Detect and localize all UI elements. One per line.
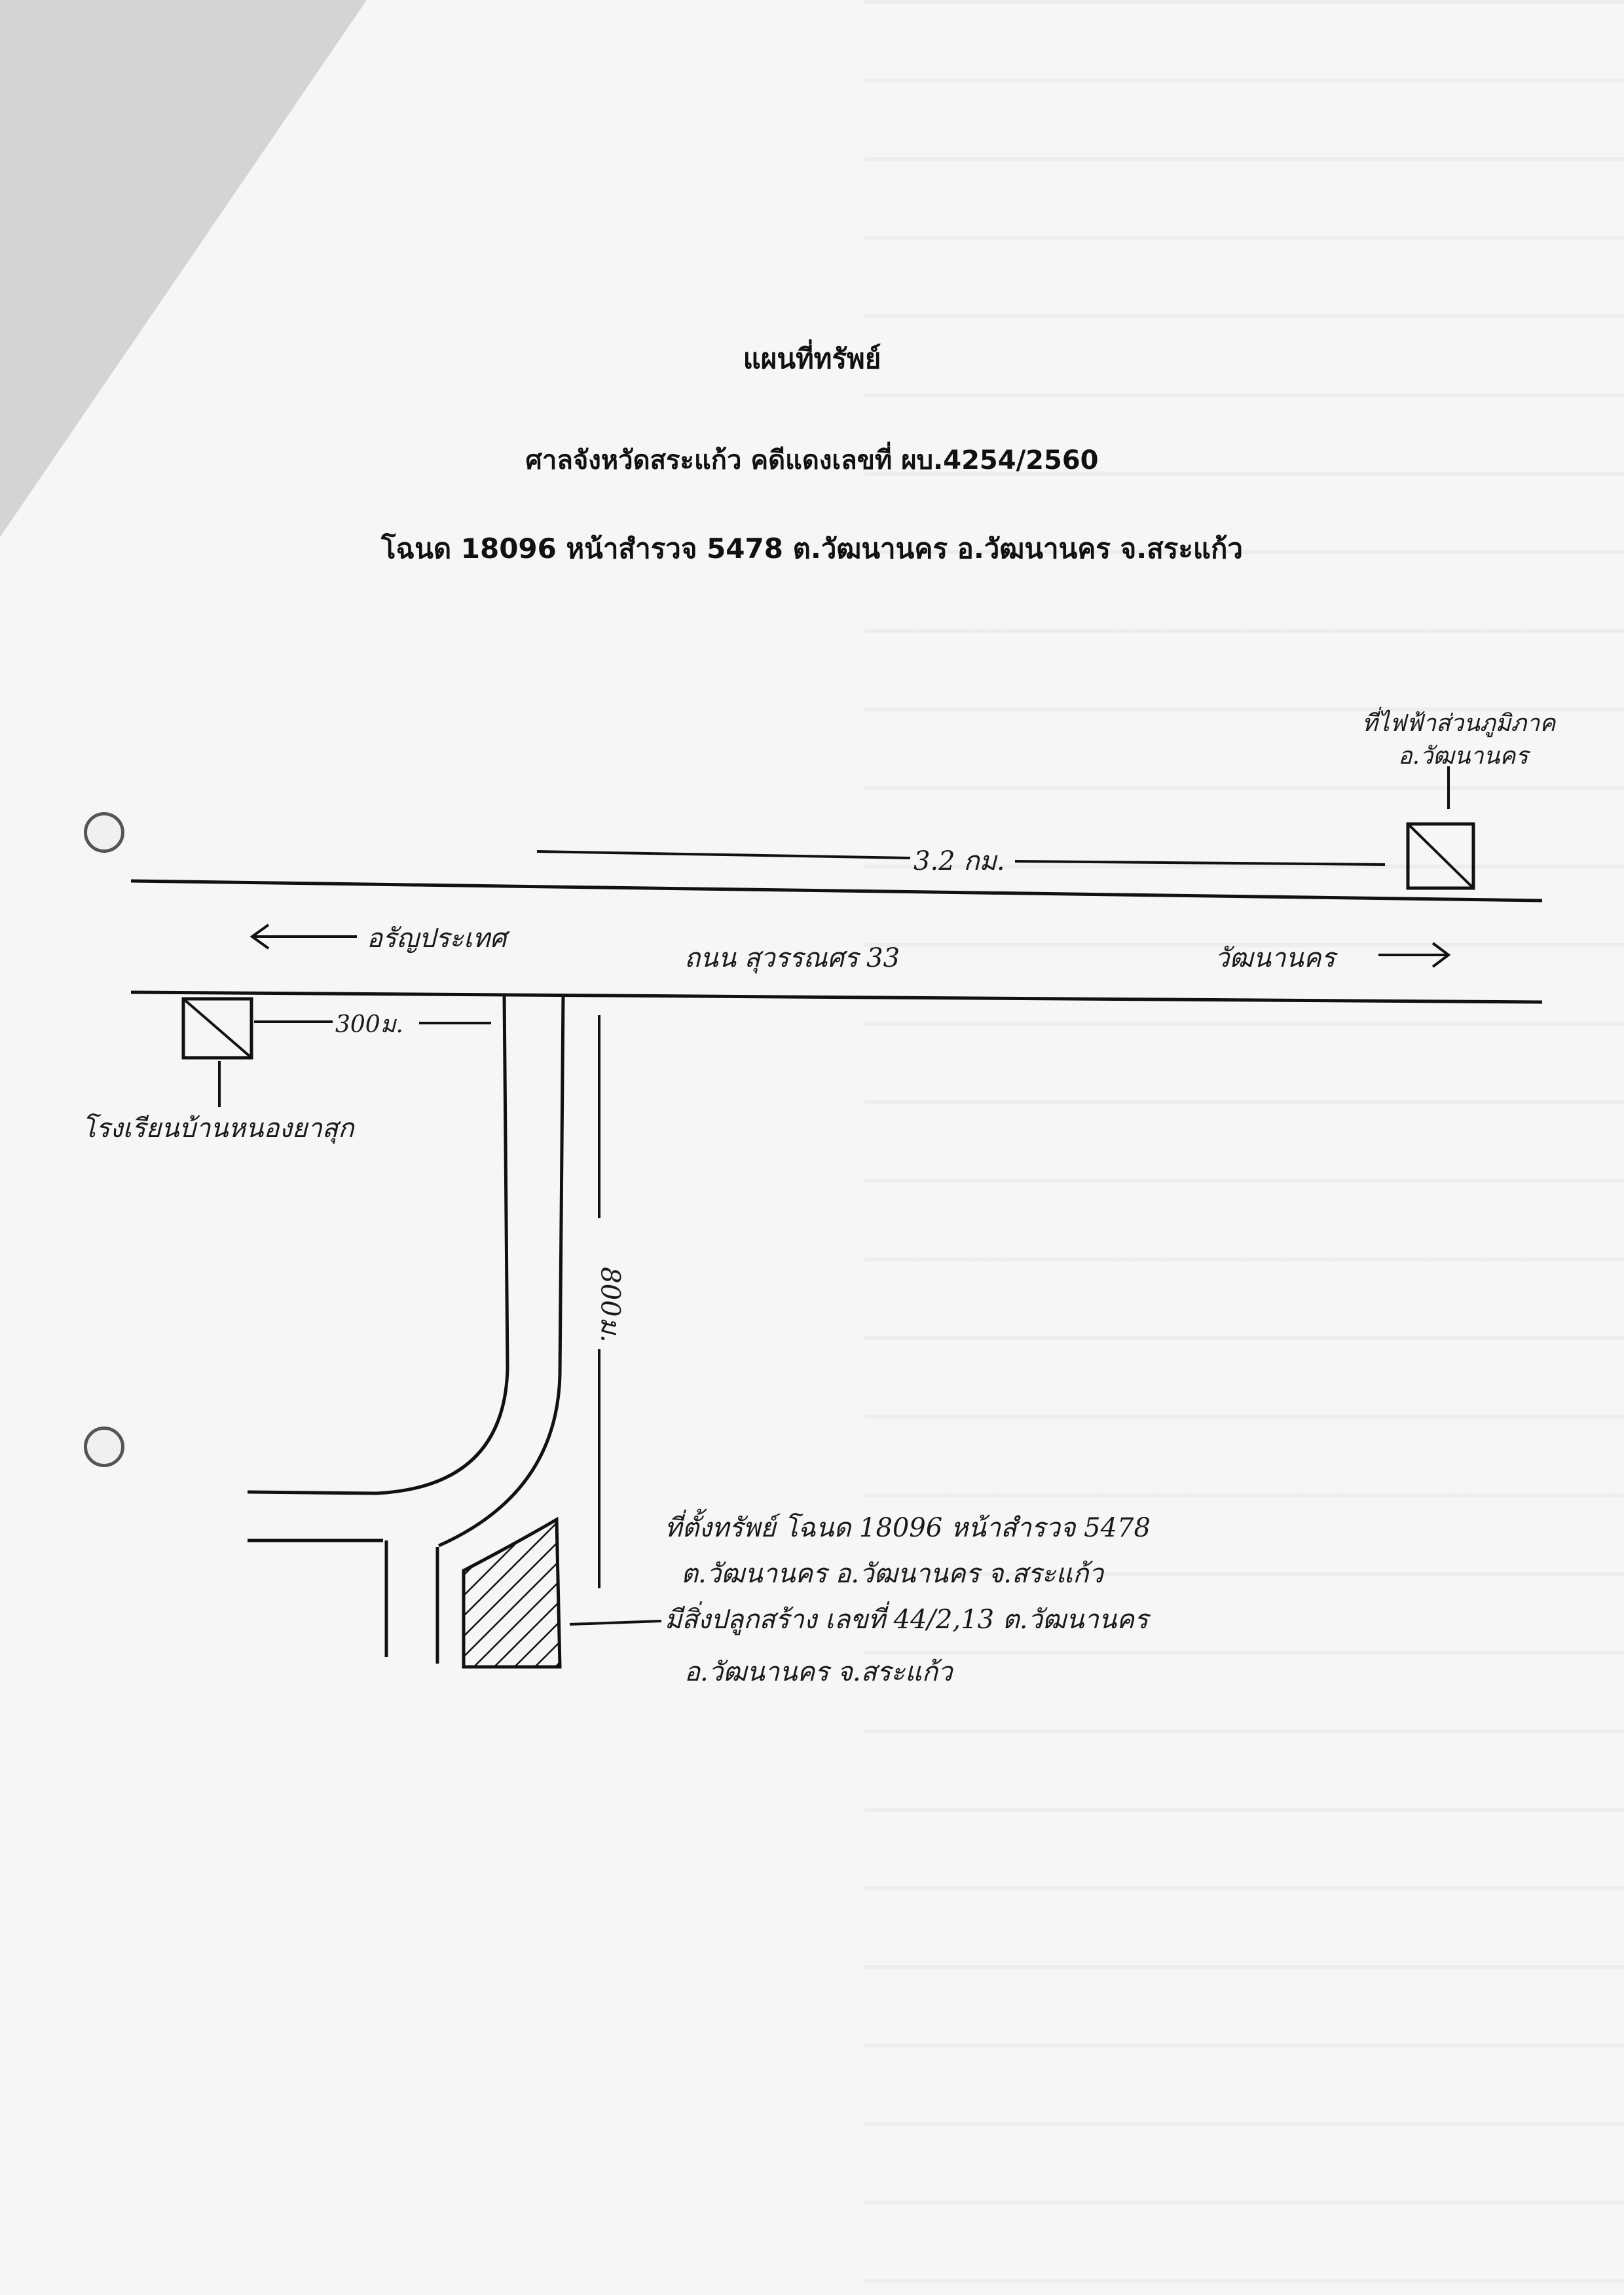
distance-line-left <box>536 850 911 859</box>
folded-corner <box>0 0 367 537</box>
landmark-ne-label-1: ที่ไฟฟ้าส่วนภูมิภาค <box>1362 710 1556 737</box>
side-road-east-edge <box>437 995 565 1548</box>
direction-left-label: อรัญประเทศ <box>367 924 507 954</box>
property-label-2: ต.วัฒนานคร อ.วัฒนานคร จ.สระแก้ว <box>681 1559 1103 1589</box>
property-label-1: ที่ตั้งทรัพย์ โฉนด 18096 หน้าสำรวจ 5478 <box>665 1513 1151 1543</box>
arrow-right-icon <box>1378 942 1451 968</box>
court-case-line: ศาลจังหวัดสระแก้ว คดีแดงเลขที่ ผบ.4254/2… <box>525 445 1099 476</box>
distance-top-label: 3.2 กม. <box>913 846 1005 876</box>
property-parcel <box>462 1516 562 1669</box>
bleed-through-texture <box>864 0 1624 2295</box>
punch-hole-bottom <box>84 1427 124 1467</box>
direction-right-label: วัฒนานคร <box>1215 943 1335 973</box>
arrow-left-icon <box>249 924 357 950</box>
landmark-nw-label: โรงเรียนบ้านหนองยาสุก <box>82 1113 354 1144</box>
distance-800-label: 800ม. <box>595 1267 625 1343</box>
landmark-ne-box <box>1406 822 1475 890</box>
distance-300-label: 300ม. <box>335 1011 403 1038</box>
map-title: แผนที่ทรัพย์ <box>743 343 881 375</box>
distance-line-right <box>1014 860 1386 866</box>
property-label-4: อ.วัฒนานคร จ.สระแก้ว <box>684 1657 953 1687</box>
road-edge-south <box>130 990 1543 1004</box>
landmark-ne-label-2: อ.วัฒนานคร <box>1398 743 1528 770</box>
road-name-label: ถนน สุวรรณศร 33 <box>684 943 900 973</box>
side-road-west-edge <box>247 994 509 1495</box>
property-label-3: มีสิ่งปลูกสร้าง เลขที่ 44/2,13 ต.วัฒนานค… <box>665 1605 1149 1635</box>
punch-hole-top <box>84 812 124 853</box>
property-pointer <box>569 1620 662 1626</box>
road-edge-north <box>130 879 1543 903</box>
landmark-nw-box <box>181 997 253 1060</box>
deed-line: โฉนด 18096 หน้าสำรวจ 5478 ต.วัฒนานคร อ.ว… <box>380 532 1244 565</box>
